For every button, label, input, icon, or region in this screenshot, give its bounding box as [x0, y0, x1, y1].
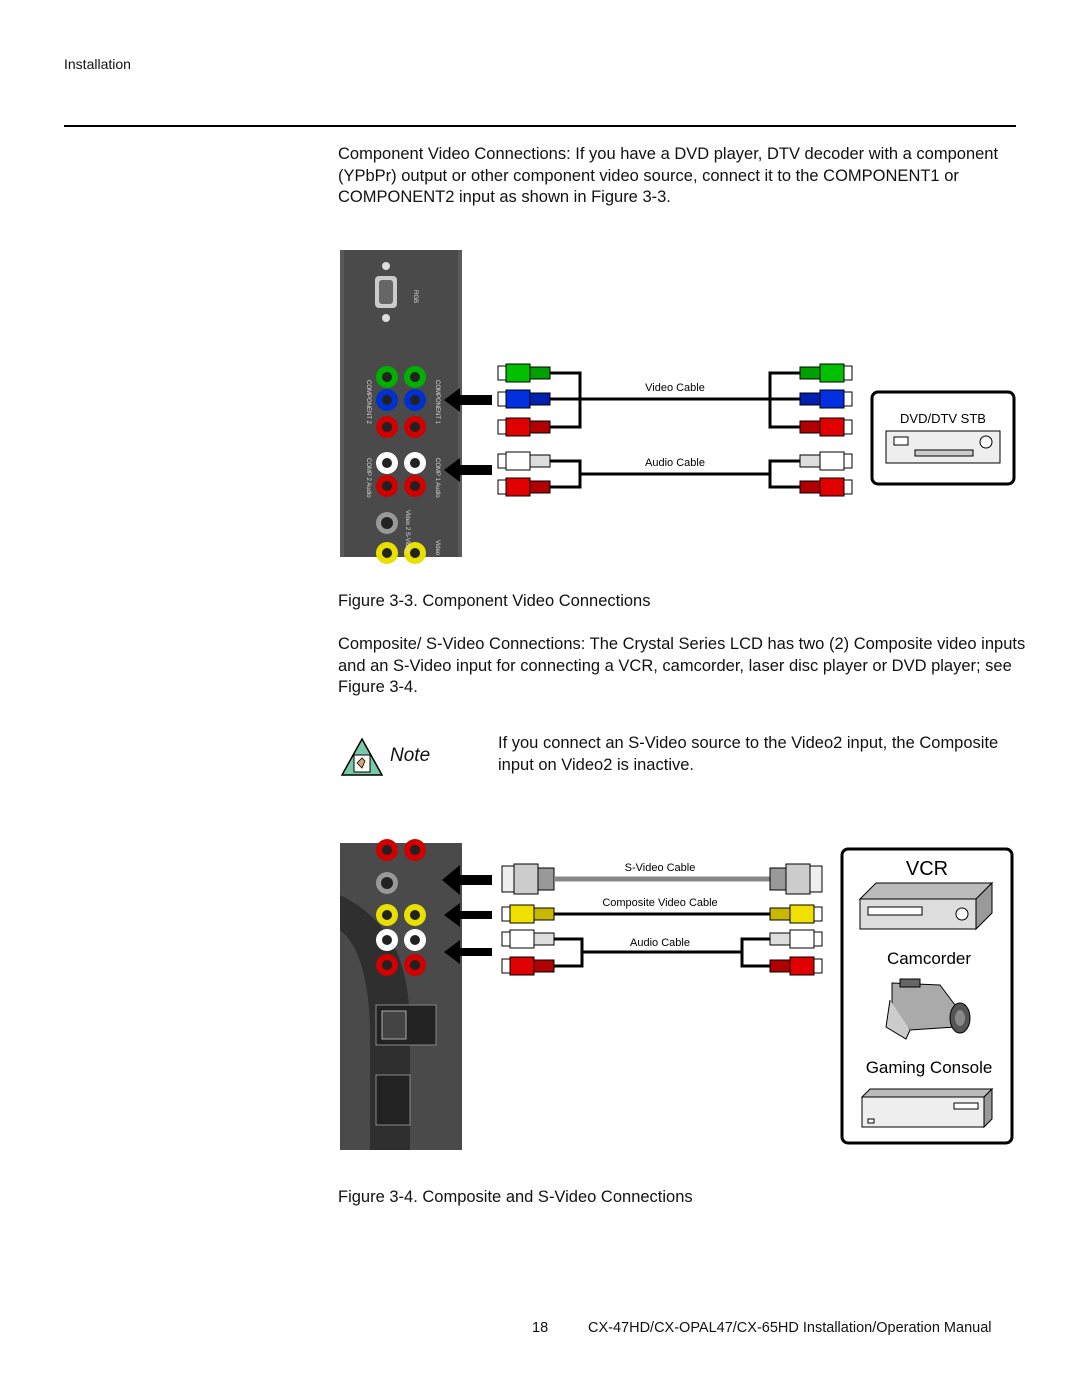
- audio-plugs-lower: [501, 929, 823, 976]
- gaming-console-icon: [860, 1087, 994, 1129]
- arrow-icon: [442, 865, 492, 964]
- video-cable-right-plugs: [799, 363, 853, 437]
- vcr-label: VCR: [906, 858, 948, 880]
- source-devices-box: VCR Camcorder Gaming Console: [840, 847, 1014, 1145]
- connector-panel-lower: [340, 839, 462, 1150]
- composite-paragraph: Composite/ S-Video Connections: The Crys…: [338, 635, 1026, 696]
- figure-3-4: S-Video Cable Composite Video Cable Audi…: [340, 839, 1014, 1150]
- connector-panel: RGB COMPONENT 2 COMPONENT 1 COMP 2 Audio…: [340, 250, 462, 564]
- audio-cable-right-plugs: [799, 451, 853, 497]
- gaming-console-label: Gaming Console: [866, 1058, 993, 1077]
- svideo-plug-left: [501, 863, 555, 895]
- figure-3-3: RGB COMPONENT 2 COMPONENT 1 COMP 2 Audio…: [340, 250, 1016, 564]
- cable-lines: [550, 371, 800, 489]
- dvd-player-icon: [885, 430, 1001, 464]
- composite-plugs: [501, 904, 823, 924]
- figure-3-4-caption: Figure 3-4. Composite and S-Video Connec…: [338, 1188, 693, 1206]
- svg-text:Video 2 S-Video: Video 2 S-Video: [404, 510, 410, 554]
- page-number: 18: [532, 1320, 549, 1336]
- composite-cable-label: Composite Video Cable: [602, 897, 717, 909]
- running-header: Installation: [64, 56, 131, 72]
- power-inlet-icon: [375, 1074, 411, 1126]
- audio-cable-label: Audio Cable: [645, 457, 705, 469]
- svideo-plug-right: [769, 863, 823, 895]
- manual-title: CX-47HD/CX-OPAL47/CX-65HD Installation/O…: [588, 1320, 992, 1336]
- video-cable-label: Video Cable: [645, 382, 705, 394]
- vcr-icon: [858, 881, 994, 931]
- audio-cable-label-lower: Audio Cable: [630, 937, 690, 949]
- note-text: If you connect an S-Video source to the …: [498, 734, 999, 774]
- note-icon: [340, 737, 384, 776]
- arrow-icon: [444, 388, 492, 482]
- svg-text:COMPONENT 1: COMPONENT 1: [434, 380, 440, 425]
- svg-text:Video: Video: [434, 540, 440, 556]
- camcorder-label: Camcorder: [887, 949, 971, 968]
- camcorder-icon: [885, 978, 971, 1040]
- note-label: Note: [390, 745, 431, 766]
- svg-text:COMP 1 Audio: COMP 1 Audio: [434, 458, 440, 498]
- video-cable-left-plugs: [497, 363, 551, 437]
- dvd-dtv-stb-label: DVD/DTV STB: [900, 411, 986, 426]
- svg-text:COMP 2 Audio: COMP 2 Audio: [365, 458, 371, 498]
- svg-text:COMPONENT 2: COMPONENT 2: [365, 380, 371, 425]
- header-rule: [64, 125, 1016, 127]
- component-paragraph: Component Video Connections: If you have…: [338, 145, 999, 206]
- svideo-cable-label: S-Video Cable: [625, 862, 696, 874]
- figure-3-3-caption: Figure 3-3. Component Video Connections: [338, 592, 651, 610]
- component-jacks: [376, 366, 426, 564]
- dvd-dtv-stb-device: DVD/DTV STB: [870, 390, 1016, 486]
- audio-cable-left-plugs: [497, 451, 551, 497]
- rgb-label: RGB: [412, 290, 418, 303]
